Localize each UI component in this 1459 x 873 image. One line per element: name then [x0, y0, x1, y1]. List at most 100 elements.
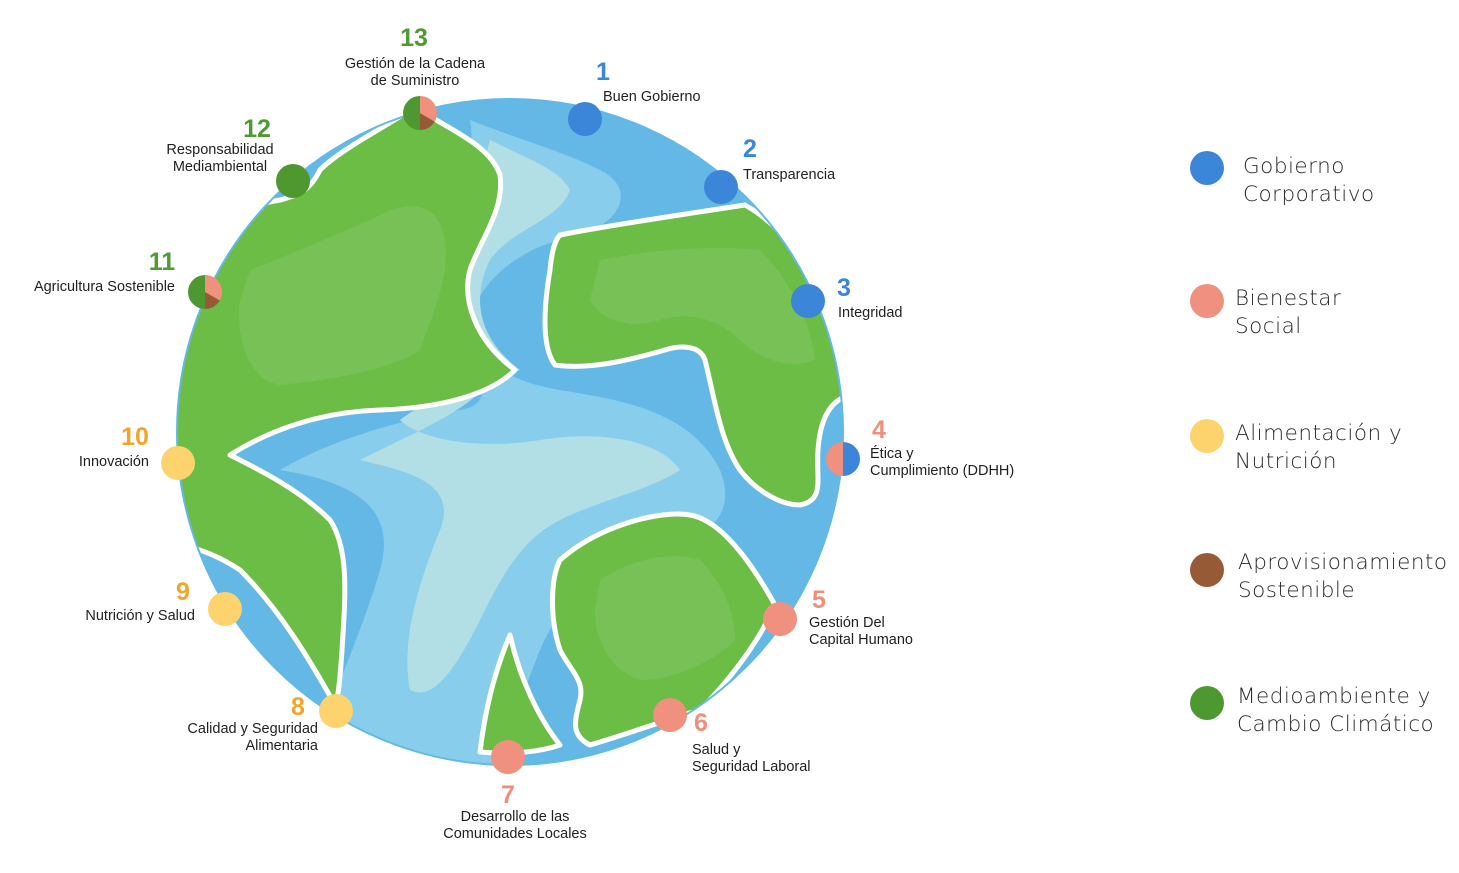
topic-dot-segment — [276, 164, 310, 198]
topic-label-line: Integridad — [838, 305, 903, 321]
topic-label: Integridad — [838, 305, 903, 321]
legend-swatch — [1190, 553, 1224, 587]
topic-label: Transparencia — [743, 167, 836, 183]
topic-label-line: Cumplimiento (DDHH) — [870, 463, 1014, 479]
topic-dot — [403, 96, 438, 130]
topic-label: Buen Gobierno — [603, 89, 701, 105]
topic-number: 11 — [149, 248, 176, 276]
topic-number: 2 — [743, 135, 757, 163]
topic-label-line: Responsabilidad — [166, 142, 273, 158]
legend-label-line: Medioambiente y — [1237, 684, 1431, 709]
topic-number: 8 — [291, 693, 305, 721]
topic-dot-segment — [704, 170, 738, 204]
legend-swatch — [1190, 419, 1224, 453]
topic-dot-segment — [791, 284, 825, 318]
topic-label-line: Gestión de la Cadena — [345, 56, 486, 72]
topic-dot-segment — [188, 275, 205, 309]
topic-dot — [763, 602, 797, 636]
land-highlight — [595, 556, 735, 680]
topic-number: 5 — [812, 586, 826, 614]
land-highlight — [239, 206, 446, 385]
topic-label: Nutrición y Salud — [85, 608, 195, 624]
land-highlight — [590, 248, 815, 364]
topic-dot-segment — [763, 602, 797, 636]
topic-number: 1 — [596, 58, 610, 86]
topic-label-line: Desarrollo de las — [461, 809, 570, 825]
topic-label-line: Calidad y Seguridad — [187, 721, 318, 737]
topic-dot-segment — [420, 113, 435, 130]
topic-dot — [276, 164, 310, 198]
topic-label-line: Seguridad Laboral — [692, 759, 811, 775]
topic-dot — [653, 698, 687, 732]
topic-dot-segment — [319, 694, 353, 728]
topic-dot-segment — [653, 698, 687, 732]
topic-label-line: Alimentaria — [245, 738, 318, 754]
topic-dot — [491, 740, 525, 774]
topic-number: 13 — [400, 24, 428, 52]
topic-dot — [161, 446, 195, 480]
legend-label: Medioambiente y Cambio Climático — [1237, 684, 1434, 737]
topic-dot-segment — [491, 740, 525, 774]
legend-label-line: Nutrición — [1235, 449, 1337, 474]
topic-label-line: Agricultura Sostenible — [34, 279, 175, 295]
topic-label-line: Gestión Del — [809, 615, 885, 631]
topic-dot — [319, 694, 353, 728]
topic-label-line: Nutrición y Salud — [85, 608, 195, 624]
topic-dot — [826, 442, 860, 476]
legend-item-medioambiente: Medioambiente y Cambio Climático — [1190, 684, 1434, 737]
legend-label-line: Gobierno — [1243, 154, 1345, 179]
topic-dot-segment — [161, 446, 195, 480]
topic-label-line: Innovación — [79, 454, 149, 470]
legend-label-line: Cambio Climático — [1237, 712, 1434, 737]
legend-label-line: Social — [1235, 314, 1302, 339]
topic-label-line: Ética y — [870, 445, 914, 462]
topic-label-line: Mediambiental — [173, 159, 267, 175]
globe — [176, 98, 844, 766]
topic-label: Innovación — [79, 454, 149, 470]
topic-dot — [791, 284, 825, 318]
topic-number: 6 — [694, 709, 708, 737]
legend-swatch — [1190, 151, 1224, 185]
legend-label-line: Bienestar — [1235, 286, 1341, 311]
topic-dot-segment — [208, 592, 242, 626]
topic-label-line: de Suministro — [371, 73, 460, 89]
topic-number: 7 — [501, 781, 515, 809]
topic-number: 12 — [243, 115, 271, 143]
topic-label-line: Salud y — [692, 742, 741, 758]
topic-label-line: Buen Gobierno — [603, 89, 701, 105]
legend-label-line: Aprovisionamiento — [1238, 550, 1448, 575]
topic-dot — [568, 102, 602, 136]
topic-dot-segment — [568, 102, 602, 136]
topic-dot-segment — [420, 96, 438, 122]
topic-dot-segment — [403, 96, 420, 130]
topic-label-line: Capital Humano — [809, 632, 913, 648]
topic-number: 10 — [121, 423, 149, 451]
topic-label-line: Transparencia — [743, 167, 836, 183]
topic-number: 3 — [837, 274, 851, 302]
legend-swatch — [1190, 284, 1224, 318]
ocean-lighter-band — [360, 140, 680, 693]
